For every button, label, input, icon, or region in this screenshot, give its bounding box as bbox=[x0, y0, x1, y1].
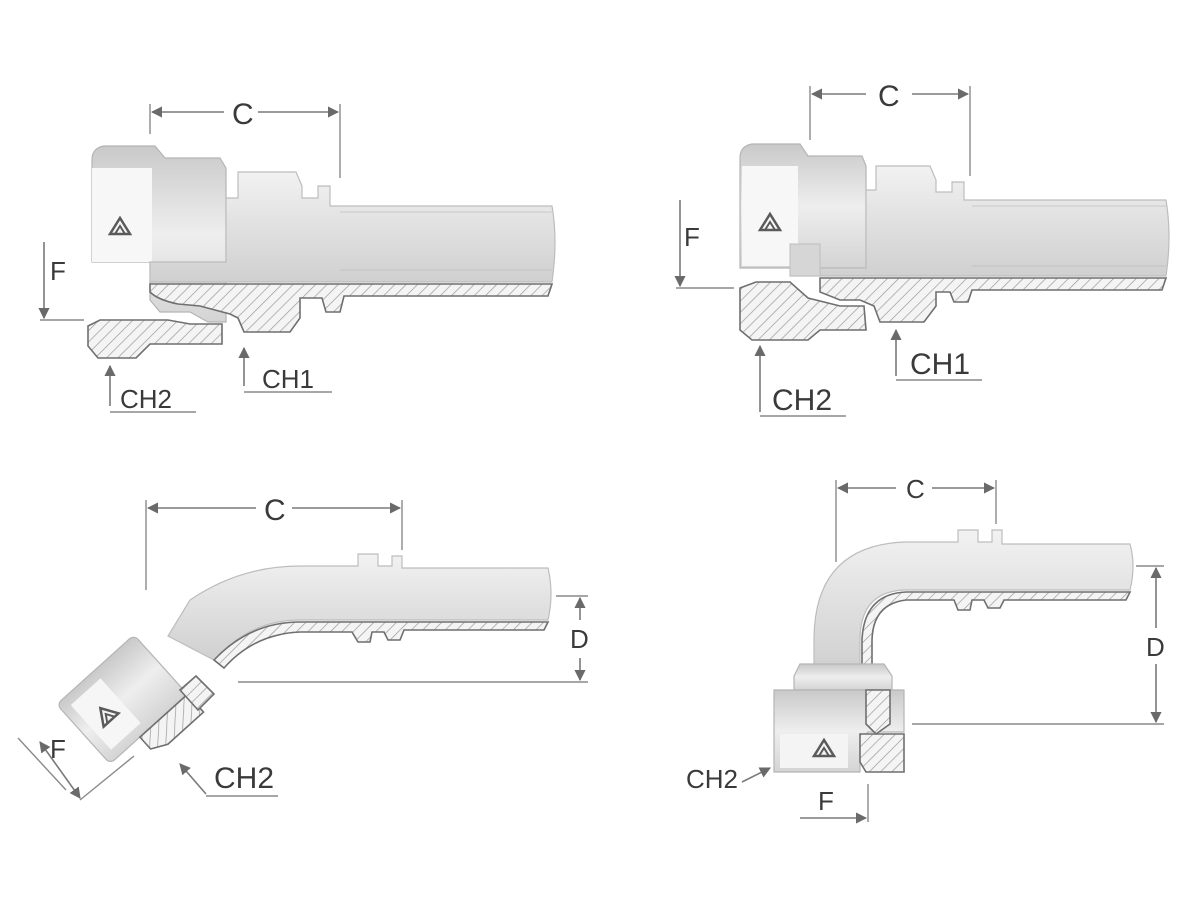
section-cut bbox=[861, 591, 1132, 681]
label-ch2: CH2 bbox=[772, 384, 832, 417]
straight-fitting-a: C F CH2 CH1 bbox=[38, 98, 556, 414]
section-cut bbox=[819, 277, 1168, 323]
nut-highlight bbox=[780, 734, 848, 768]
seat-section bbox=[865, 689, 891, 736]
label-ch2: CH2 bbox=[686, 764, 738, 794]
elbow-tube bbox=[813, 529, 1134, 673]
dim-label-f: F bbox=[818, 786, 834, 816]
nut-section bbox=[859, 733, 905, 773]
section-cut bbox=[212, 621, 550, 670]
nipple-body bbox=[149, 171, 556, 283]
nut-highlight bbox=[92, 168, 152, 262]
label-ch2: CH2 bbox=[120, 384, 172, 414]
seat-section bbox=[178, 674, 216, 712]
elbow-45-fitting: C D F CH2 bbox=[17, 494, 589, 801]
nut-section bbox=[739, 281, 867, 341]
elbow-tube bbox=[167, 553, 552, 661]
dim-label-c: C bbox=[232, 98, 254, 131]
dim-label-d: D bbox=[1146, 632, 1165, 662]
nut-section bbox=[138, 693, 205, 750]
label-ch1: CH1 bbox=[262, 364, 314, 394]
straight-fitting-b: C F CH2 CH1 bbox=[674, 80, 1170, 417]
dim-label-f: F bbox=[50, 734, 66, 764]
dim-label-f: F bbox=[684, 222, 700, 252]
label-ch1: CH1 bbox=[910, 348, 970, 381]
dim-label-c: C bbox=[264, 494, 286, 527]
nipple-body bbox=[789, 165, 1170, 277]
label-ch2: CH2 bbox=[214, 762, 274, 795]
nut-section bbox=[87, 319, 223, 359]
dim-label-f: F bbox=[50, 256, 66, 286]
nut-top bbox=[793, 663, 893, 691]
section-cut bbox=[149, 283, 554, 333]
dim-label-c: C bbox=[878, 80, 900, 113]
elbow-90-fitting: C D F CH2 bbox=[686, 474, 1165, 824]
dim-label-d: D bbox=[570, 624, 589, 654]
dim-label-c: C bbox=[906, 474, 925, 504]
